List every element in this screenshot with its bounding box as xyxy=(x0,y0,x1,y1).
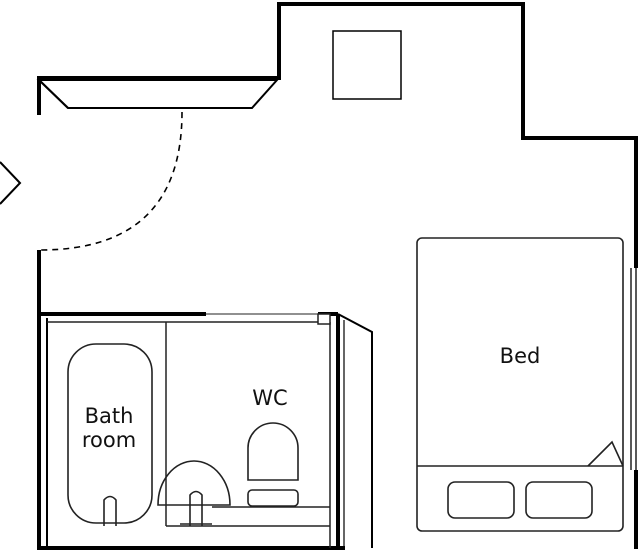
tub-faucet xyxy=(103,495,117,526)
tub-basin xyxy=(67,343,153,524)
wall-shelf-edge xyxy=(38,79,69,109)
sink-faucet xyxy=(189,490,203,526)
door-swing-arc xyxy=(39,111,183,251)
wc-door-jamb xyxy=(317,313,331,325)
pillow-left xyxy=(447,481,515,519)
wall-shelf xyxy=(36,79,280,109)
sink-bowl xyxy=(157,460,231,506)
closet-panel xyxy=(337,313,373,548)
pillow-right xyxy=(525,481,593,519)
wc-label: WC xyxy=(252,386,287,410)
bathroom-label-line1: Bath xyxy=(85,404,134,428)
bathtub xyxy=(67,343,153,526)
toilet xyxy=(247,422,299,507)
closet xyxy=(337,313,373,548)
entrance-arrow-icon xyxy=(0,161,22,205)
wall-top-left xyxy=(37,2,638,268)
toilet-tank xyxy=(247,489,299,507)
bed-label: Bed xyxy=(500,344,541,368)
toilet-bowl xyxy=(247,422,299,481)
wall-left-bottom xyxy=(37,250,345,550)
exterior-walls xyxy=(37,2,638,550)
bed-frame xyxy=(416,237,624,532)
bathroom-fixtures xyxy=(47,313,331,548)
sink xyxy=(157,460,231,526)
bed-blanket-corner xyxy=(587,440,624,467)
skylight xyxy=(332,30,402,100)
bathroom-label-line2: room xyxy=(82,428,136,452)
bed xyxy=(416,237,624,532)
